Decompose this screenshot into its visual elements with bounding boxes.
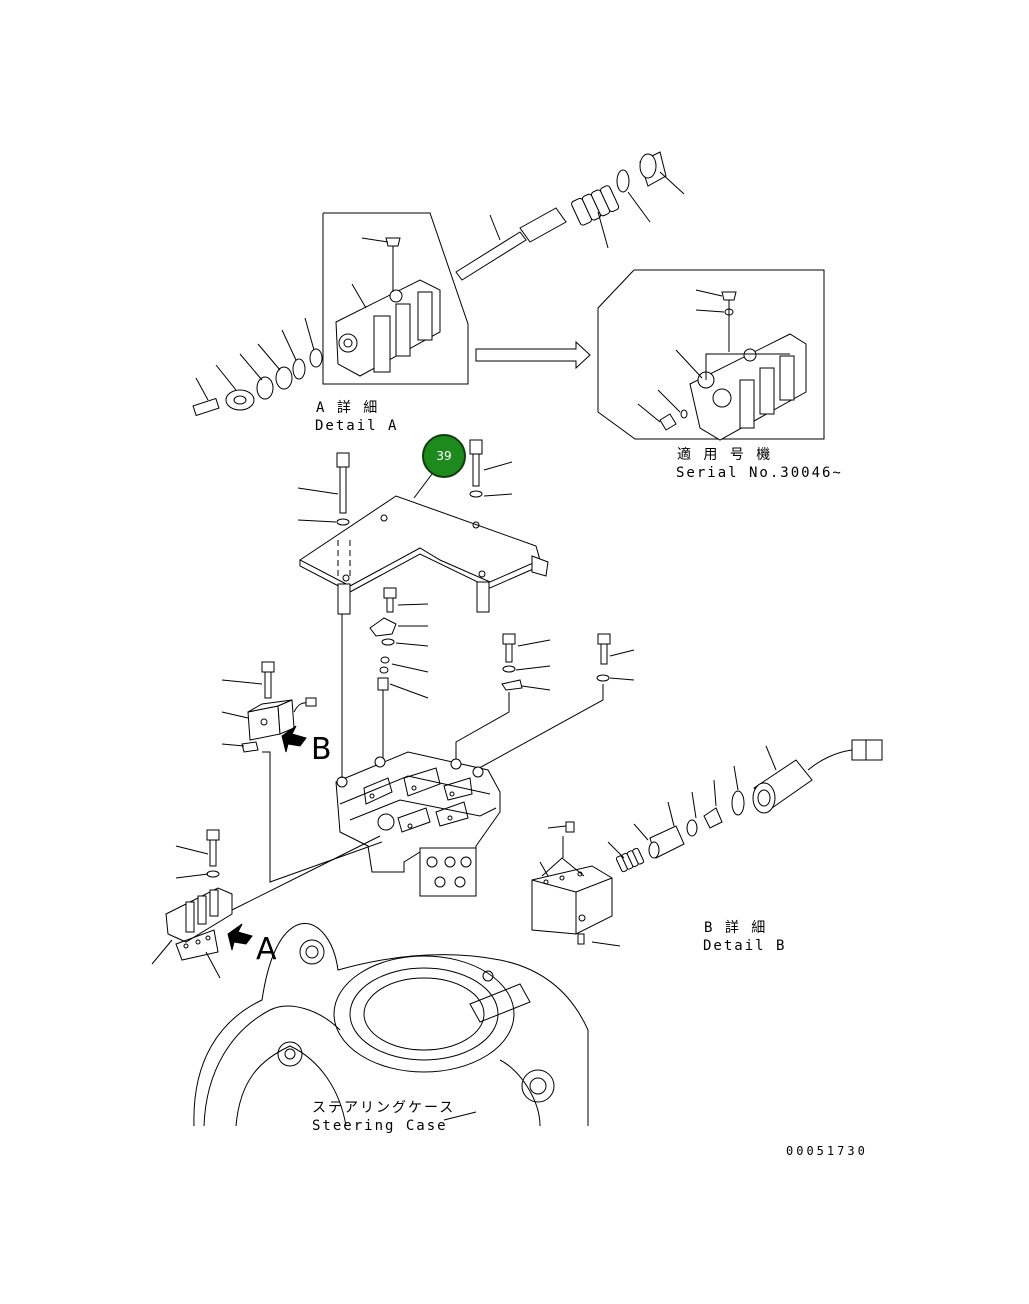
spool-assembly xyxy=(455,151,685,281)
main-valve-body xyxy=(335,614,501,897)
lower-left-valve xyxy=(151,829,381,979)
serial-detail-valve xyxy=(637,289,807,441)
right-fasteners xyxy=(455,633,635,773)
detail-a-washers xyxy=(192,348,323,417)
drawing-number: 00051730 xyxy=(786,1144,868,1158)
center-fasteners xyxy=(369,587,429,790)
arrow-a-icon xyxy=(227,923,253,951)
cover-plate xyxy=(299,495,549,593)
detail-b-title-jp: B 詳 細 xyxy=(704,920,768,936)
arrow-b-icon xyxy=(281,725,307,753)
steering-case-en: Steering Case xyxy=(312,1118,448,1134)
steering-case xyxy=(193,923,589,1127)
detail-a-title-jp: A 詳 細 xyxy=(316,400,380,416)
detail-b-title-en: Detail B xyxy=(703,938,787,954)
detail-a-valve xyxy=(335,237,441,377)
detail-a-frame xyxy=(322,212,469,385)
serial-title-jp: 適 用 号 機 xyxy=(677,447,773,463)
serial-detail-frame xyxy=(597,269,825,440)
cover-plate-bolts xyxy=(297,439,513,615)
solenoid-b xyxy=(221,661,383,883)
view-b-marker: B xyxy=(311,732,332,767)
callout-39[interactable]: 39 xyxy=(422,434,466,478)
detail-b-block xyxy=(531,821,621,947)
serial-number: Serial No.30046~ xyxy=(676,465,843,481)
detail-b-solenoid xyxy=(607,739,883,873)
transfer-arrow-icon xyxy=(475,340,591,370)
steering-case-jp: ステアリングケース xyxy=(312,1100,456,1116)
view-a-marker: A xyxy=(256,932,277,967)
detail-a-title-en: Detail A xyxy=(315,418,399,434)
detail-a-leaders xyxy=(195,237,389,401)
